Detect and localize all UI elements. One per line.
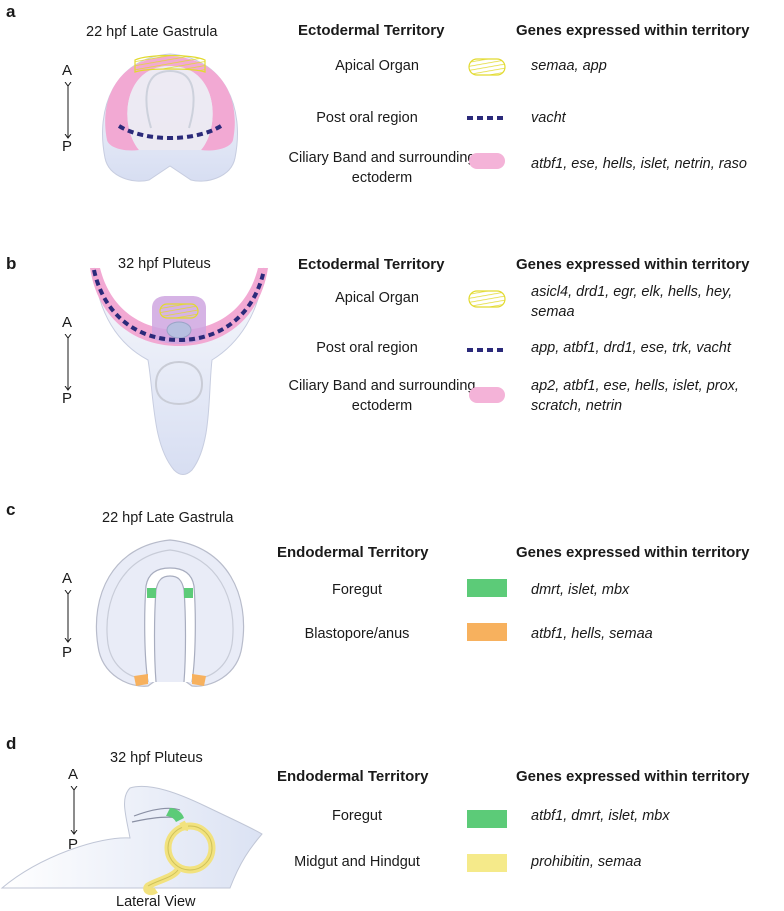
axis-posterior: P: [68, 836, 79, 853]
genes-midgut-hindgut: prohibitin, semaa: [531, 854, 642, 870]
territory-ciliary-band: Ciliary Band and surrounding ectoderm: [288, 378, 476, 414]
apical-organ-swatch: [468, 290, 506, 308]
stage-title: 32 hpf Pluteus: [110, 750, 203, 766]
territory-foregut: Foregut: [332, 582, 382, 598]
ciliary-band-swatch: [469, 387, 505, 403]
axis-anterior: A: [62, 314, 73, 331]
genes-post-oral: vacht: [531, 110, 566, 126]
genes-foregut: dmrt, islet, mbx: [531, 582, 630, 598]
territory-header: Endodermal Territory: [277, 768, 429, 785]
territory-foregut: Foregut: [332, 808, 382, 824]
post-oral-swatch: [467, 348, 507, 352]
territory-header: Endodermal Territory: [277, 544, 429, 561]
blastopore-swatch: [467, 623, 507, 641]
territory-apical-organ: Apical Organ: [335, 58, 419, 74]
territory-post-oral: Post oral region: [316, 110, 418, 126]
panel-label: a: [6, 2, 16, 21]
axis-anterior: A: [62, 570, 73, 587]
stage-title: 22 hpf Late Gastrula: [102, 510, 234, 526]
genes-post-oral: app, atbf1, drd1, ese, trk, vacht: [531, 340, 731, 356]
axis-posterior: P: [62, 138, 73, 155]
stage-title: 32 hpf Pluteus: [118, 256, 211, 272]
territory-header: Ectodermal Territory: [298, 22, 445, 39]
territory-ciliary-band: Ciliary Band and surrounding ectoderm: [288, 150, 476, 186]
post-oral-swatch: [467, 116, 507, 120]
pluteus-ectoderm-diagram: [90, 267, 268, 475]
ap-axis-arrow-icon: [60, 334, 76, 394]
genes-blastopore: atbf1, hells, semaa: [531, 626, 653, 642]
stage-title: 22 hpf Late Gastrula: [86, 24, 218, 40]
territory-header: Ectodermal Territory: [298, 256, 445, 273]
view-caption: Lateral View: [116, 894, 196, 910]
genes-header: Genes expressed within territory: [516, 544, 750, 561]
axis-anterior: A: [68, 766, 79, 783]
late-gastrula-endoderm-diagram: [95, 539, 245, 687]
panel-label: b: [6, 254, 17, 273]
axis-posterior: P: [62, 644, 73, 661]
pluteus-lateral-diagram: [0, 785, 263, 896]
foregut-swatch: [467, 579, 507, 597]
panel-label: d: [6, 734, 17, 753]
axis-anterior: A: [62, 62, 73, 79]
territory-post-oral: Post oral region: [316, 340, 418, 356]
genes-header: Genes expressed within territory: [516, 22, 750, 39]
midgut-hindgut-swatch: [467, 854, 507, 872]
ap-axis-arrow-icon: [60, 82, 76, 142]
territory-apical-organ: Apical Organ: [335, 290, 419, 306]
ap-axis-arrow-icon: [66, 786, 82, 838]
panel-c: c 22 hpf Late Gastrula A P Endodermal Te…: [0, 496, 784, 696]
axis-posterior: P: [62, 390, 73, 407]
genes-apical-organ: semaa, app: [531, 58, 607, 74]
genes-header: Genes expressed within territory: [516, 256, 750, 273]
panel-label: c: [6, 500, 16, 519]
panel-a: a 22 hpf Late Gastrula A P Ectodermal Te…: [0, 0, 784, 200]
genes-header: Genes expressed within territory: [516, 768, 750, 785]
foregut-swatch: [467, 810, 507, 828]
ciliary-band-swatch: [469, 153, 505, 169]
panel-b: b 32 hpf Pluteus A P Ectodermal Territor…: [0, 250, 784, 490]
genes-apical-organ: asicl4, drd1, egr, elk, hells, hey, sema…: [531, 284, 733, 320]
panel-d: d 32 hpf Pluteus A P Lateral View Endode…: [0, 730, 784, 911]
genes-ciliary-band: atbf1, ese, hells, islet, netrin, raso: [531, 156, 747, 172]
genes-foregut: atbf1, dmrt, islet, mbx: [531, 808, 670, 824]
territory-midgut-hindgut: Midgut and Hindgut: [294, 854, 420, 870]
genes-ciliary-band: ap2, atbf1, ese, hells, islet, prox, scr…: [531, 378, 739, 414]
apical-organ-swatch: [468, 58, 506, 76]
ap-axis-arrow-icon: [60, 590, 76, 646]
territory-blastopore: Blastopore/anus: [304, 626, 410, 642]
late-gastrula-ectoderm-diagram: [102, 53, 238, 182]
